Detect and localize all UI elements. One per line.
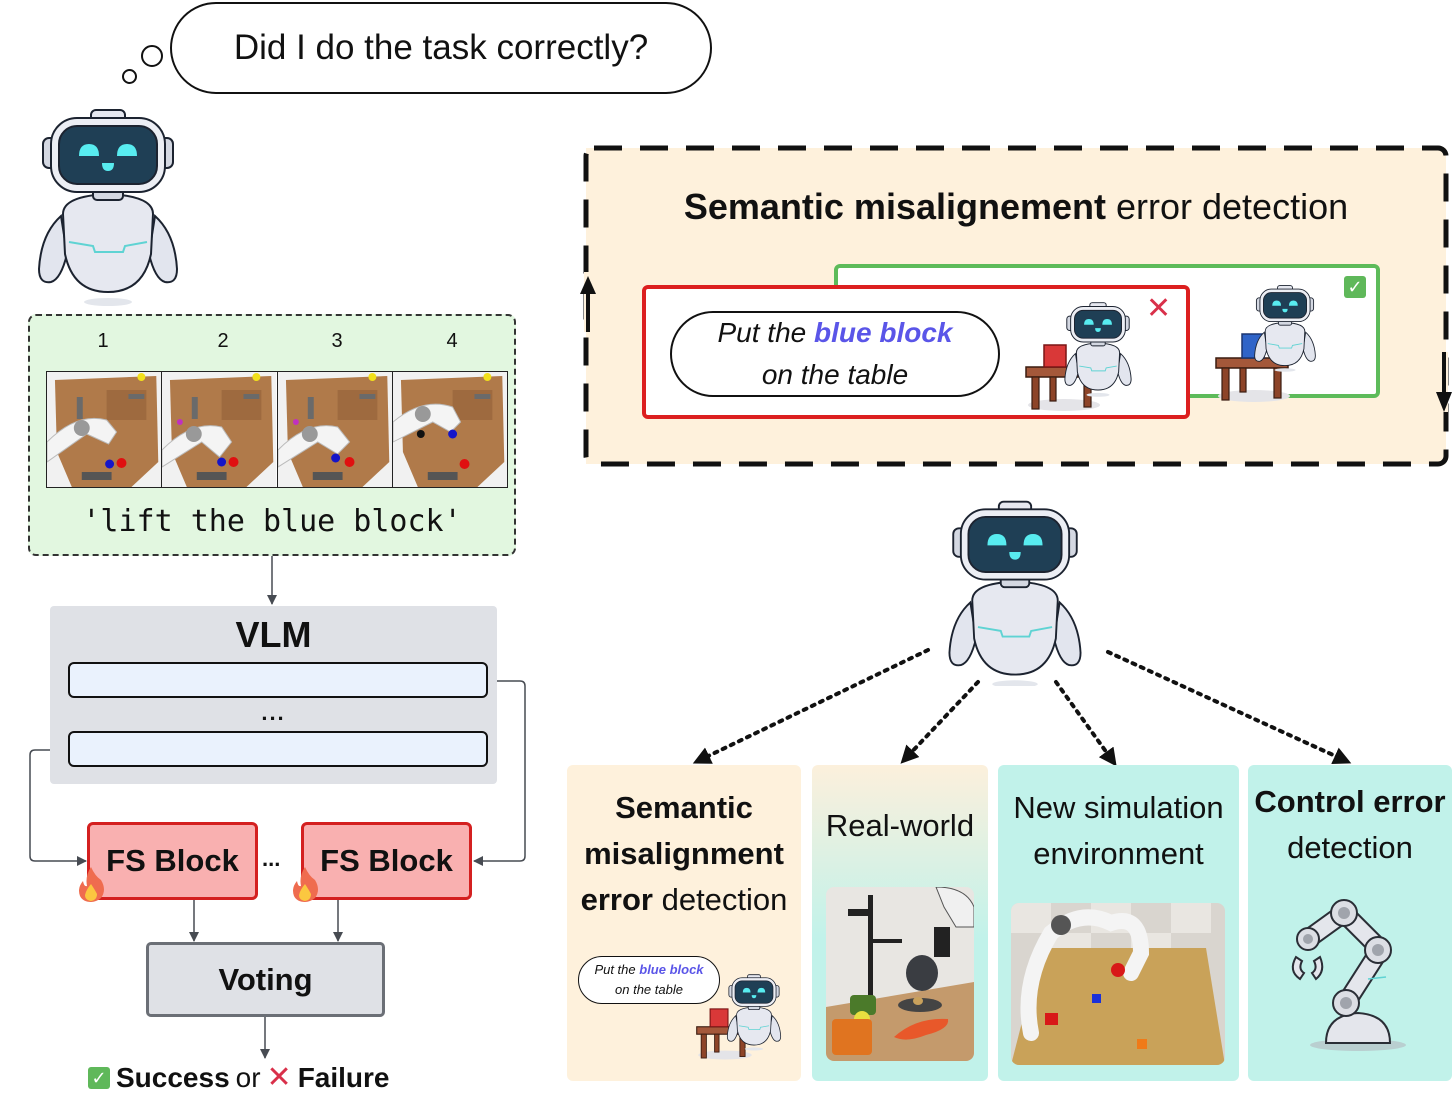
check-icon: ✓ (1344, 276, 1366, 298)
task-instruction: 'lift the blue block' (82, 504, 462, 539)
semantic-panel-border (580, 145, 1452, 467)
arrow-to-real-world (900, 680, 980, 764)
cross-icon: ✕ (266, 1061, 292, 1094)
title-bold: error (580, 882, 653, 917)
prompt-text: Put the (717, 317, 815, 348)
prompt-text: on the table (615, 982, 683, 997)
card-control-error: Control error detection (1248, 765, 1452, 1081)
prompt-highlight: blue block (814, 317, 953, 348)
cross-icon: ✕ (1146, 292, 1172, 325)
vlm-layer (68, 731, 488, 767)
arrow-layer-to-fs-left (29, 749, 87, 866)
vlm-block: VLM ... (50, 606, 497, 784)
simulation-render (1011, 903, 1225, 1065)
frame-strip (46, 371, 508, 488)
check-icon: ✓ (88, 1066, 110, 1089)
wrong-example-card: Put the blue block on the table ✕ (642, 285, 1190, 419)
title-rest: detection (652, 882, 788, 917)
thought-dot-small (122, 69, 137, 84)
semantic-misalignment-panel: Semantic misalignement error detection ✓… (586, 148, 1446, 464)
card-new-simulation: New simulation environment (998, 765, 1239, 1081)
fs-block: FS Block (301, 822, 472, 900)
fs-block-label: FS Block (106, 843, 239, 878)
prompt-highlight: blue block (639, 962, 704, 977)
thought-text: Did I do the task correctly? (233, 28, 649, 67)
thought-bubble: Did I do the task correctly? (170, 2, 712, 94)
frame-image (162, 372, 278, 487)
instruction-bubble: Put the blue block on the table (578, 956, 720, 1004)
arrow-up-icon (580, 272, 596, 332)
dotted-arrows (692, 648, 1352, 767)
card-title: Semantic misalignment error detection (567, 785, 801, 923)
prompt-text: Put the (594, 962, 640, 977)
table-icon (1025, 344, 1101, 412)
fs-block: FS Block (87, 822, 258, 900)
card-real-world: Real-world (812, 765, 988, 1081)
title-rest: environment (1033, 836, 1204, 871)
frame-image (392, 372, 507, 487)
frame-image (47, 372, 163, 487)
card-title: New simulation environment (998, 785, 1239, 877)
arrow-to-control (1106, 650, 1352, 765)
title-rest: Real-world (825, 808, 975, 843)
thought-dot-large (141, 45, 163, 67)
frame-number: 1 (97, 330, 109, 352)
failure-label: Failure (297, 1061, 390, 1093)
title-rest: detection (1287, 830, 1413, 865)
table-icon (696, 1008, 753, 1061)
title-bold: Control error (1254, 784, 1446, 819)
vlm-ellipsis: ... (261, 700, 286, 725)
input-observation-panel: 1 2 3 4 (28, 314, 516, 556)
vlm-layer (68, 662, 488, 698)
frame-number: 2 (217, 330, 229, 352)
robot-arm-icon (1291, 899, 1406, 1051)
title-bold: misalignment (584, 836, 784, 871)
frame-number: 3 (331, 330, 343, 352)
fs-ellipsis: ... (262, 846, 281, 871)
title-bold: Semantic misalignement (683, 186, 1106, 227)
instruction-bubble: Put the blue block on the table (670, 311, 1000, 397)
frame-number: 4 (446, 330, 458, 352)
card-title: Real-world (812, 803, 988, 849)
card-title: Control error detection (1248, 779, 1452, 871)
frame-image (277, 372, 393, 487)
vlm-title: VLM (235, 614, 312, 655)
pipeline-connectors (29, 556, 526, 1059)
arrow-to-semantic (692, 648, 930, 764)
card-semantic-misalignment: Semantic misalignment error detection Pu… (567, 765, 801, 1081)
fire-icon (79, 867, 104, 902)
title-rest: error detection (1106, 186, 1349, 227)
success-label: Success (116, 1061, 230, 1093)
arrow-down-icon (1436, 352, 1452, 412)
title-bold: Semantic (615, 790, 753, 825)
or-label: or (235, 1061, 261, 1093)
voting-block: Voting (146, 942, 385, 1017)
arrow-to-simulation (1054, 680, 1117, 767)
prompt-text: on the table (761, 359, 909, 390)
result-legend: ✓ Success or ✕ Failure (88, 1060, 390, 1095)
arrow-layer-to-fs-right (473, 680, 526, 866)
real-world-photo (826, 887, 974, 1061)
fs-block-label: FS Block (320, 843, 453, 878)
fire-icon (293, 867, 318, 902)
robot-icon (726, 974, 782, 1051)
title-rest: New simulation (1013, 790, 1224, 825)
voting-label: Voting (218, 961, 313, 997)
semantic-panel-title: Semantic misalignement error detection (586, 186, 1446, 228)
